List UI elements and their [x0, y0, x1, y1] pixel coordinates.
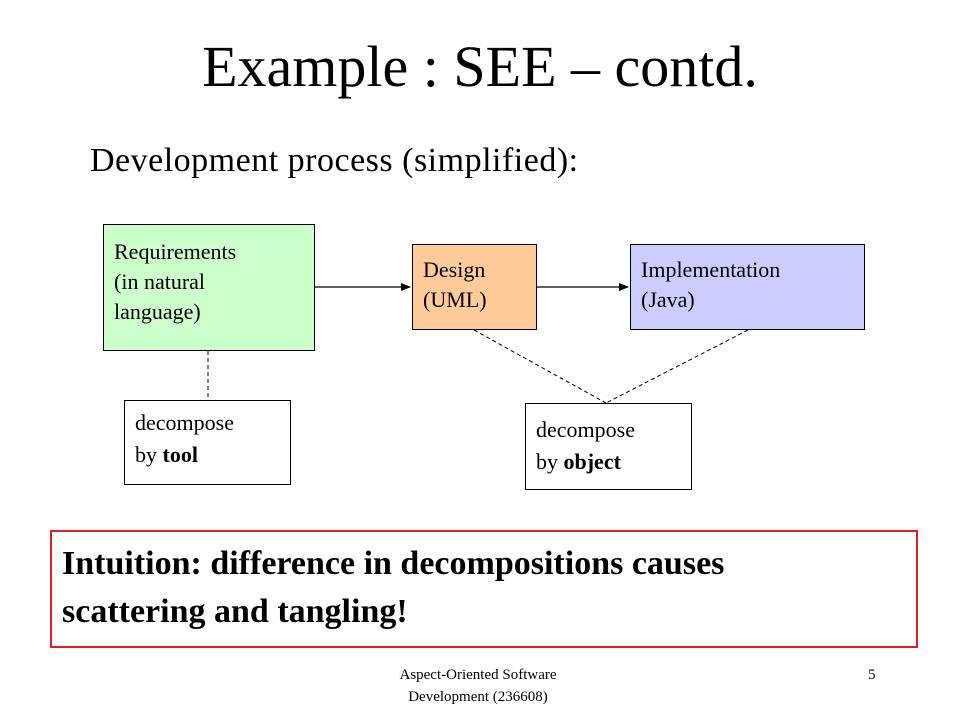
requirements-line-1: Requirements	[114, 239, 237, 264]
requirements-line-2: (in natural	[114, 269, 206, 294]
requirements-box: Requirements (in natural language)	[103, 224, 315, 351]
note-object-prefix: by	[536, 449, 564, 474]
intuition-line-1: Intuition: difference in decompositions …	[62, 545, 725, 582]
note-tool-keyword: tool	[162, 442, 198, 467]
slide-subtitle: Development process (simplified):	[90, 142, 579, 179]
note-tool-prefix: by	[135, 442, 163, 467]
decompose-by-tool-note: decompose by tool	[124, 400, 291, 485]
note-tool-line-2: by tool	[135, 439, 280, 471]
note-object-keyword: object	[563, 449, 621, 474]
note-object-line-2: by object	[536, 446, 681, 478]
footer-course-line-2: Development (236608)	[408, 689, 548, 705]
design-box: Design (UML)	[412, 244, 537, 330]
page-number: 5	[868, 667, 876, 683]
footer-course-name: Aspect-Oriented Software Development (23…	[328, 664, 628, 708]
intuition-callout: Intuition: difference in decompositions …	[50, 530, 918, 648]
requirements-line-3: language)	[114, 299, 201, 324]
decompose-by-object-note: decompose by object	[525, 403, 692, 490]
design-line-2: (UML)	[423, 287, 487, 312]
slide-title: Example : SEE – contd.	[202, 34, 758, 99]
intuition-line-2: scattering and tangling!	[62, 593, 408, 630]
implementation-line-2: (Java)	[641, 287, 695, 312]
design-line-1: Design	[423, 257, 486, 282]
note-object-line-1: decompose	[536, 417, 635, 442]
implementation-box: Implementation (Java)	[630, 244, 865, 330]
footer-course-line-1: Aspect-Oriented Software	[399, 667, 557, 683]
implementation-line-1: Implementation	[641, 257, 781, 282]
dashed-design-to-object-note	[473, 329, 607, 404]
dashed-implementation-to-object-note	[605, 329, 749, 404]
note-tool-line-1: decompose	[135, 410, 234, 435]
